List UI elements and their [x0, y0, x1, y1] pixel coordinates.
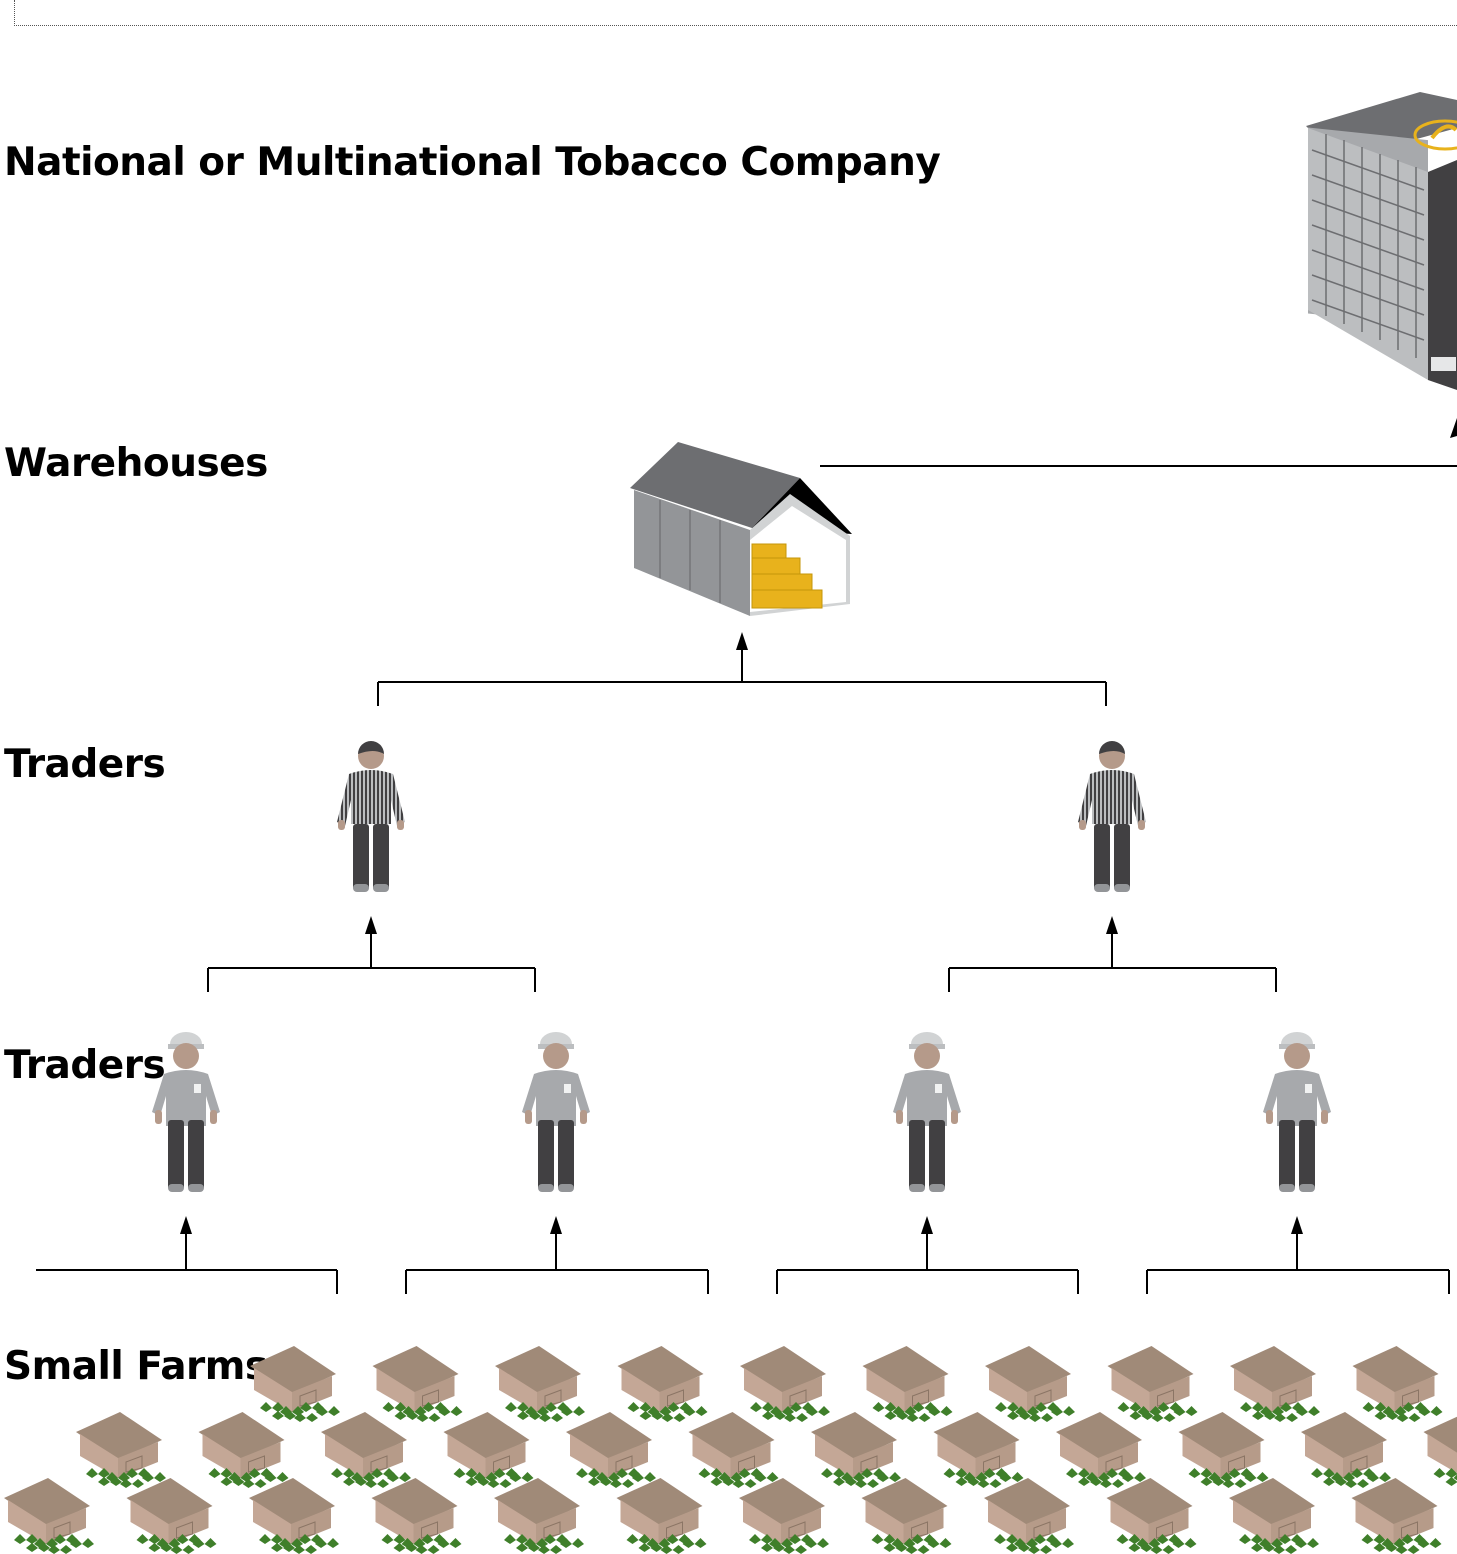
farm-house-icon	[1178, 1411, 1269, 1489]
label-warehouses: Warehouses	[4, 441, 268, 486]
label-small-farms: Small Farms	[4, 1344, 268, 1389]
farm-house-icon	[1228, 1477, 1320, 1554]
farm-house-icon	[616, 1477, 707, 1554]
farm-house-icon	[443, 1411, 534, 1489]
farm-house-icon	[1106, 1477, 1197, 1554]
farm-house-icon	[861, 1477, 952, 1554]
farm-house-icon	[688, 1411, 779, 1489]
farm-house-icon	[1107, 1345, 1198, 1423]
arrow-up-icon	[1450, 418, 1457, 438]
farm-house-icon	[75, 1411, 167, 1489]
farm-house-icon	[248, 1477, 340, 1554]
farm-house-icon	[3, 1477, 95, 1554]
trader-lower-3	[893, 1032, 961, 1192]
frame-border	[14, 0, 1457, 26]
trader-lower-4	[1263, 1032, 1331, 1192]
arrow-up-icon	[180, 1216, 192, 1234]
farm-house-icon	[738, 1477, 830, 1554]
farm-house-icon	[494, 1345, 586, 1423]
farm-house-icon	[1055, 1411, 1147, 1489]
trader-lower-1	[152, 1032, 220, 1192]
farms-group	[3, 1345, 1457, 1554]
arrow-up-icon	[736, 632, 748, 650]
farm-house-icon	[1300, 1411, 1392, 1489]
label-company: National or Multinational Tobacco Compan…	[4, 140, 941, 185]
label-traders-upper: Traders	[4, 742, 166, 787]
farm-house-icon	[1229, 1345, 1321, 1423]
farm-house-icon	[126, 1477, 217, 1554]
farm-house-icon	[493, 1477, 585, 1554]
farm-house-icon	[984, 1345, 1076, 1423]
farm-house-icon	[320, 1411, 412, 1489]
farm-house-icon	[983, 1477, 1075, 1554]
farm-house-icon	[372, 1345, 463, 1423]
trader-lower-2	[522, 1032, 590, 1192]
trader-upper-2	[1078, 741, 1146, 892]
farm-house-icon	[739, 1345, 831, 1423]
arrow-up-icon	[550, 1216, 562, 1234]
farm-house-icon	[810, 1411, 902, 1489]
farm-house-icon	[565, 1411, 657, 1489]
farm-house-icon	[198, 1411, 289, 1489]
farm-house-icon	[1351, 1477, 1442, 1554]
trader-upper-1	[337, 741, 405, 892]
arrow-up-icon	[921, 1216, 933, 1234]
label-traders-lower: Traders	[4, 1043, 166, 1088]
farm-house-icon	[1352, 1345, 1443, 1423]
farm-house-icon	[371, 1477, 462, 1554]
farm-house-icon	[249, 1345, 341, 1423]
farm-house-icon	[862, 1345, 953, 1423]
office-building-icon	[1306, 92, 1457, 390]
farm-house-icon	[933, 1411, 1024, 1489]
arrow-up-icon	[365, 916, 377, 934]
warehouse-icon	[630, 442, 852, 616]
farm-house-icon	[617, 1345, 708, 1423]
arrow-up-icon	[1291, 1216, 1303, 1234]
farm-house-icon	[1423, 1411, 1457, 1489]
arrow-up-icon	[1106, 916, 1118, 934]
